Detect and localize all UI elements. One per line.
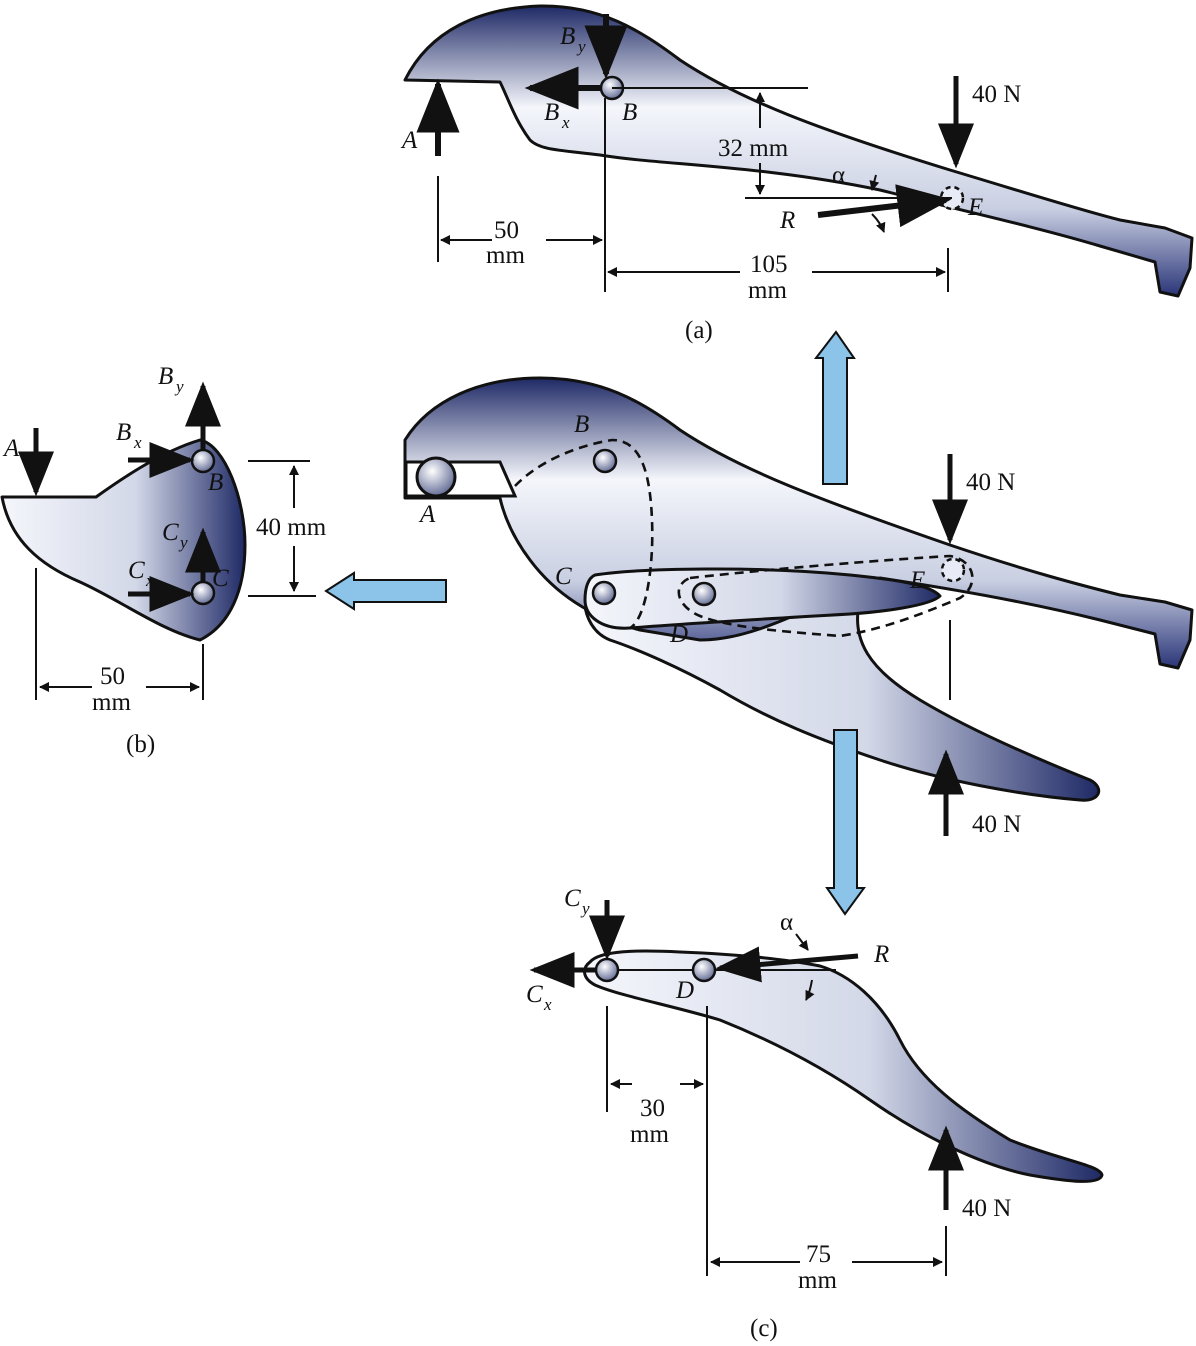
label-a-b: A bbox=[2, 435, 20, 462]
sub-by-a: y bbox=[576, 37, 586, 56]
sub-cx-b: x bbox=[145, 571, 154, 590]
label-d-c: D bbox=[675, 977, 694, 1004]
dim-30-unit: mm bbox=[630, 1121, 669, 1148]
pin-c bbox=[591, 580, 617, 606]
label-r-a: R bbox=[779, 207, 795, 234]
dim-40mm-b: 40 mm bbox=[256, 514, 327, 541]
workpiece bbox=[415, 456, 457, 498]
label-cy-c: C bbox=[564, 885, 581, 912]
label-by-b: B bbox=[158, 363, 173, 390]
panel-a-upper-jaw: 32 mm 50 mm 105 mm A B y B x B 40 N R E … bbox=[400, 4, 1194, 344]
label-alpha-c: α bbox=[780, 909, 793, 936]
arrow-down-to-c bbox=[825, 729, 866, 916]
dashed-outline-de bbox=[677, 554, 974, 638]
sub-by-b: y bbox=[174, 377, 184, 396]
pin-d-c bbox=[691, 957, 717, 983]
panel-label-a: (a) bbox=[685, 317, 713, 344]
link-cd bbox=[583, 567, 942, 630]
sub-cy-c: y bbox=[580, 899, 590, 918]
dim-105-unit: mm bbox=[748, 277, 787, 304]
dim-32mm: 32 mm bbox=[718, 135, 789, 162]
sub-bx-b: x bbox=[133, 433, 142, 452]
arrow-left-to-b bbox=[324, 571, 447, 611]
dim-50-num-b: 50 bbox=[100, 663, 125, 690]
panel-label-c: (c) bbox=[750, 1315, 778, 1342]
label-40n-a: 40 N bbox=[972, 81, 1021, 108]
label-bx-a: B bbox=[544, 99, 559, 126]
panel-b-jaw: A B y B x B C y C x C 40 mm 50 mm (b) bbox=[0, 363, 327, 758]
label-cx-c: C bbox=[526, 981, 543, 1008]
dim-50-unit-a: mm bbox=[486, 242, 525, 269]
arrow-up-to-a bbox=[813, 330, 856, 485]
dim-50-unit-b: mm bbox=[92, 689, 131, 716]
label-by-a: B bbox=[560, 23, 575, 50]
panel-label-b: (b) bbox=[126, 731, 155, 758]
dim-105-num: 105 bbox=[750, 251, 788, 278]
sub-cy-b: y bbox=[178, 533, 188, 552]
label-d-mid: D bbox=[669, 621, 688, 648]
label-a-force: A bbox=[400, 127, 418, 154]
label-alpha-a: α bbox=[832, 162, 845, 189]
dashed-outline-bc bbox=[514, 438, 654, 630]
dim-75-unit: mm bbox=[798, 1267, 837, 1294]
dim-75-num: 75 bbox=[806, 1241, 831, 1268]
label-40n-mid-top: 40 N bbox=[966, 469, 1015, 496]
force-r-c bbox=[715, 946, 859, 983]
pin-d bbox=[691, 581, 717, 607]
pin-e bbox=[940, 557, 966, 583]
pin-c-c bbox=[594, 957, 620, 983]
label-r-c: R bbox=[873, 941, 889, 968]
label-cx-b: C bbox=[128, 557, 145, 584]
sub-cx-c: x bbox=[543, 995, 552, 1014]
label-e-a: E bbox=[967, 194, 983, 221]
pin-b bbox=[592, 448, 618, 474]
label-cy-b: C bbox=[162, 519, 179, 546]
label-c-b: C bbox=[212, 565, 229, 592]
dim-50-num-a: 50 bbox=[494, 217, 519, 244]
force-r-a bbox=[817, 184, 952, 228]
label-a-mid: A bbox=[418, 501, 436, 528]
label-40n-c: 40 N bbox=[962, 1195, 1011, 1222]
label-b-mid: B bbox=[574, 411, 589, 438]
label-b-b: B bbox=[208, 469, 223, 496]
dim-30-num: 30 bbox=[640, 1095, 665, 1122]
panel-c-lower-handle: C y C x D R α 30 mm 75 mm 40 N (c) bbox=[526, 885, 1104, 1342]
assembled-pliers: A B C D E 40 N 40 N bbox=[403, 376, 1194, 838]
sub-bx-a: x bbox=[561, 113, 570, 132]
label-b-a: B bbox=[622, 99, 637, 126]
pin-c-b bbox=[190, 580, 216, 606]
label-40n-mid-bottom: 40 N bbox=[972, 811, 1021, 838]
label-e-mid: E bbox=[909, 567, 925, 594]
label-c-mid: C bbox=[555, 563, 572, 590]
label-bx-b: B bbox=[116, 419, 131, 446]
